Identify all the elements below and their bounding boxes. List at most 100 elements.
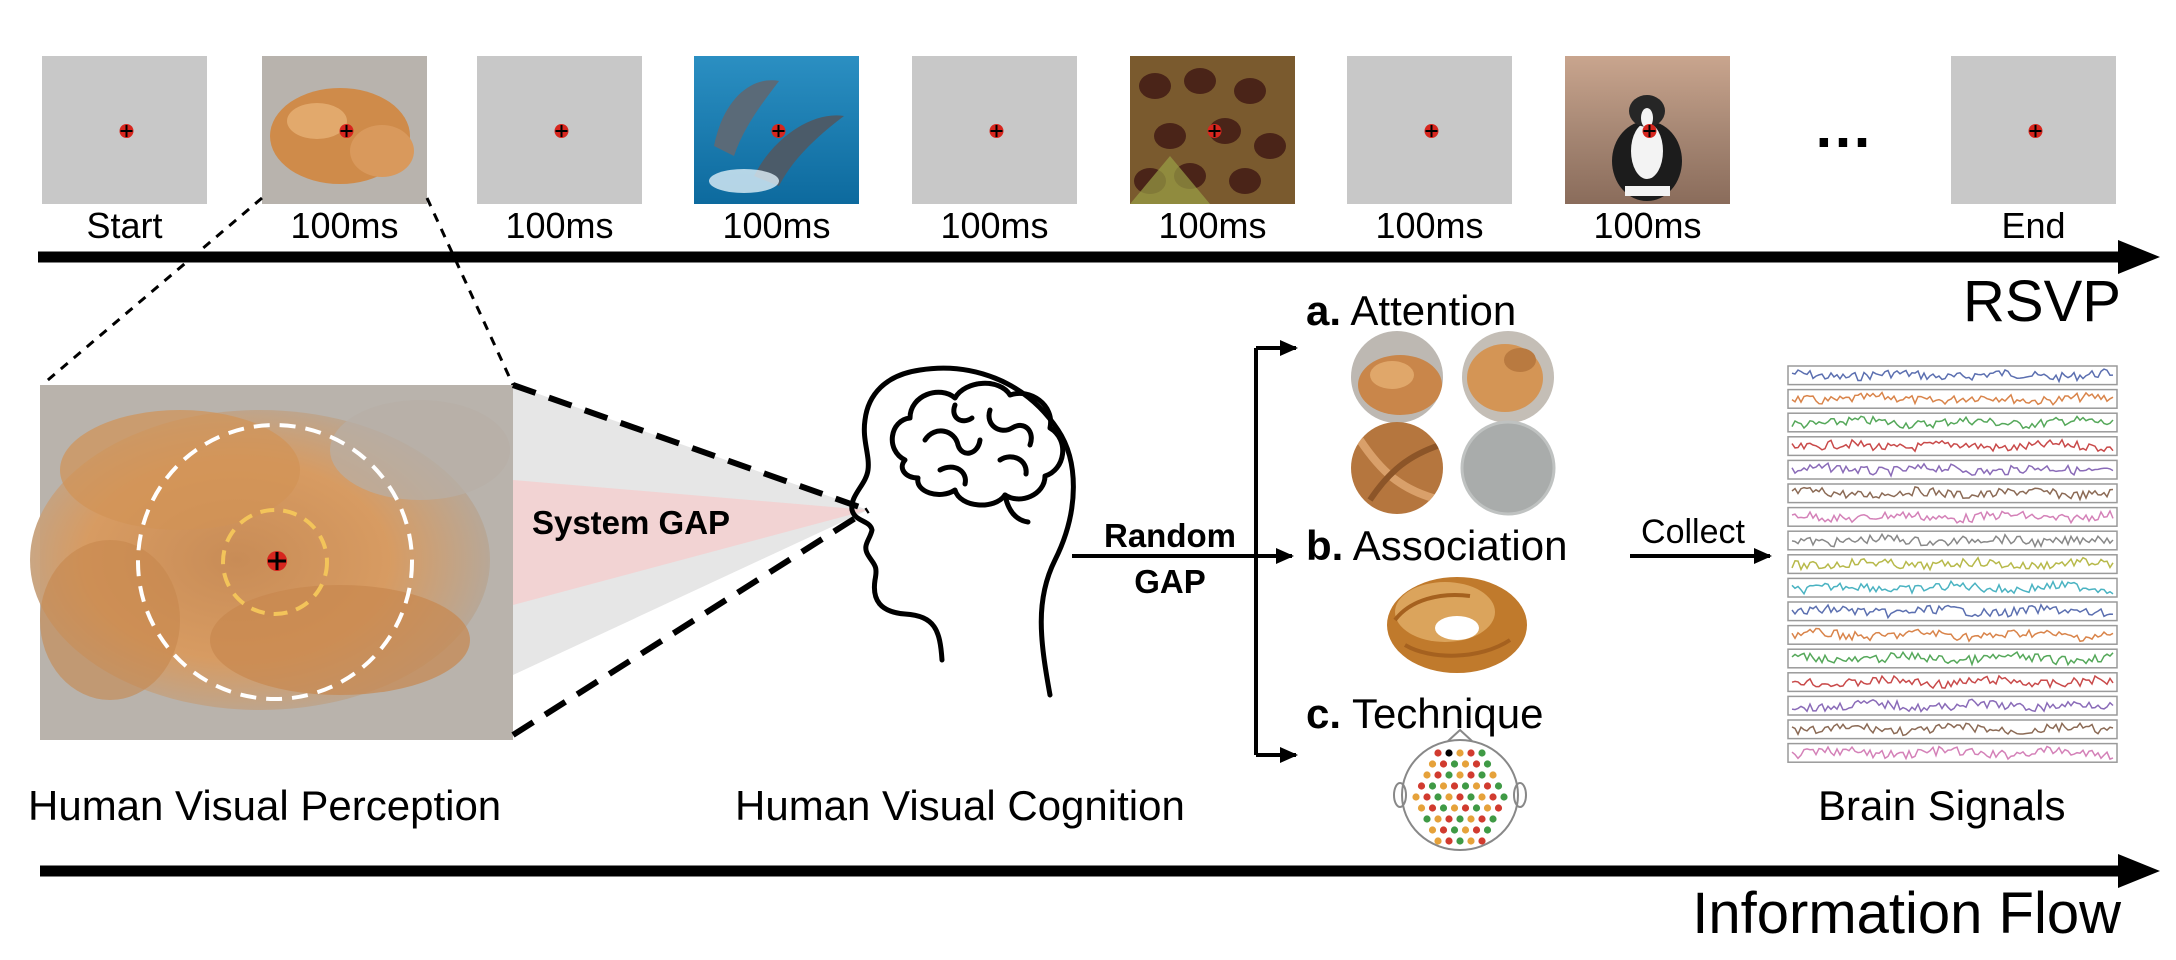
eeg-electrode (1494, 804, 1503, 812)
eeg-electrode (1472, 804, 1481, 812)
signal-channel-box (1787, 577, 2118, 598)
cognition-label: Human Visual Cognition (735, 782, 1185, 829)
rsvp-frame-blank (42, 56, 207, 204)
random-gap-label-line2: GAP (1134, 563, 1206, 600)
eeg-electrode (1450, 782, 1459, 790)
eeg-electrode (1428, 826, 1437, 834)
option-attention-name: Attention (1350, 287, 1517, 334)
eeg-electrode (1478, 837, 1486, 845)
eeg-electrode (1423, 771, 1431, 779)
eeg-electrode (1428, 760, 1437, 768)
eeg-electrode (1434, 793, 1442, 801)
rsvp-frame-blank (912, 56, 1077, 204)
eeg-electrode (1472, 826, 1481, 834)
eeg-electrode (1439, 826, 1448, 834)
attention-image-grid (1351, 331, 1556, 516)
eeg-electrode (1450, 826, 1459, 834)
signal-channel-box (1787, 554, 2118, 575)
eeg-electrode (1489, 793, 1497, 801)
zoom-line-right (425, 197, 515, 386)
rsvp-frame-chestnuts (1130, 56, 1295, 204)
rsvp-frame-caption: 100ms (940, 205, 1049, 246)
signal-channel-box (1787, 388, 2118, 409)
option-association: b. Association (1306, 522, 1567, 570)
rsvp-frame-blank (477, 56, 642, 204)
eeg-electrode (1456, 793, 1464, 801)
eeg-electrode (1467, 815, 1475, 823)
eeg-electrode (1478, 749, 1486, 757)
signal-trace (1791, 415, 2114, 430)
eeg-electrode (1467, 771, 1475, 779)
rsvp-frame-blank (1951, 56, 2116, 204)
eeg-electrode (1439, 804, 1448, 812)
eeg-electrode (1450, 760, 1459, 768)
rsvp-frame-caption: Start (86, 205, 163, 246)
option-technique-letter: c. (1306, 690, 1342, 737)
perception-label: Human Visual Perception (28, 782, 502, 829)
rsvp-frame-caption: End (2001, 205, 2066, 246)
signal-trace (1791, 698, 2114, 713)
rsvp-frame-cat (262, 56, 427, 204)
eeg-electrode (1472, 760, 1481, 768)
eeg-electrode (1467, 793, 1475, 801)
rsvp-frame-caption: 100ms (1593, 205, 1702, 246)
croissant-image (1387, 577, 1527, 673)
zoom-line-left (41, 196, 263, 387)
option-association-letter: b. (1306, 522, 1344, 569)
eeg-electrode (1489, 771, 1497, 779)
brain-signals-label: Brain Signals (1818, 782, 2066, 829)
signal-trace (1791, 650, 2114, 667)
signal-trace (1791, 721, 2114, 737)
eeg-electrode (1445, 837, 1453, 845)
eeg-electrode (1434, 771, 1442, 779)
option-association-name: Association (1352, 522, 1568, 569)
eeg-electrode (1500, 793, 1508, 801)
eeg-electrode (1423, 815, 1431, 823)
eeg-electrode (1467, 837, 1475, 845)
rsvp-frame-caption: 100ms (290, 205, 399, 246)
head-brain-icon (849, 365, 1076, 698)
signal-trace (1791, 603, 2114, 620)
option-attention-letter: a. (1306, 287, 1342, 334)
rsvp-frame-blank (1347, 56, 1512, 204)
signal-channel-box (1787, 459, 2118, 480)
eeg-electrode (1412, 793, 1420, 801)
eeg-electrode (1489, 815, 1497, 823)
rsvp-frame-dolphins (694, 56, 859, 204)
eeg-electrode (1434, 749, 1442, 757)
option-technique: c. Technique (1306, 690, 1543, 738)
signal-trace (1791, 532, 2114, 549)
rsvp-ellipsis: … (1813, 93, 1873, 160)
eeg-electrode (1456, 749, 1464, 757)
eeg-electrode (1434, 815, 1442, 823)
rsvp-frame-caption: 100ms (1375, 205, 1484, 246)
eeg-electrode (1494, 782, 1503, 790)
eeg-electrode (1478, 793, 1486, 801)
eeg-electrode (1450, 804, 1459, 812)
eeg-electrode (1472, 782, 1481, 790)
eeg-electrode (1483, 760, 1492, 768)
signal-trace (1791, 745, 2114, 761)
eeg-electrode (1456, 837, 1464, 845)
eeg-electrode (1417, 782, 1426, 790)
eeg-electrode (1417, 804, 1426, 812)
rsvp-label: RSVP (1963, 269, 2121, 334)
eeg-electrode (1445, 771, 1453, 779)
eeg-electrode (1445, 815, 1453, 823)
signal-trace (1791, 438, 2114, 453)
eeg-electrode (1461, 826, 1470, 834)
eeg-electrode (1478, 815, 1486, 823)
rsvp-frame-caption: 100ms (505, 205, 614, 246)
signal-trace (1791, 674, 2114, 690)
eeg-electrode (1439, 760, 1448, 768)
eeg-electrode (1456, 815, 1464, 823)
option-technique-name: Technique (1351, 690, 1544, 737)
system-gap-label: System GAP (532, 504, 730, 541)
option-attention: a. Attention (1306, 287, 1516, 335)
signal-trace (1791, 368, 2114, 384)
rsvp-arrowhead (2118, 240, 2160, 274)
blurred-cat-image (30, 385, 513, 740)
collect-label: Collect (1641, 513, 1745, 551)
signal-trace (1791, 579, 2114, 596)
